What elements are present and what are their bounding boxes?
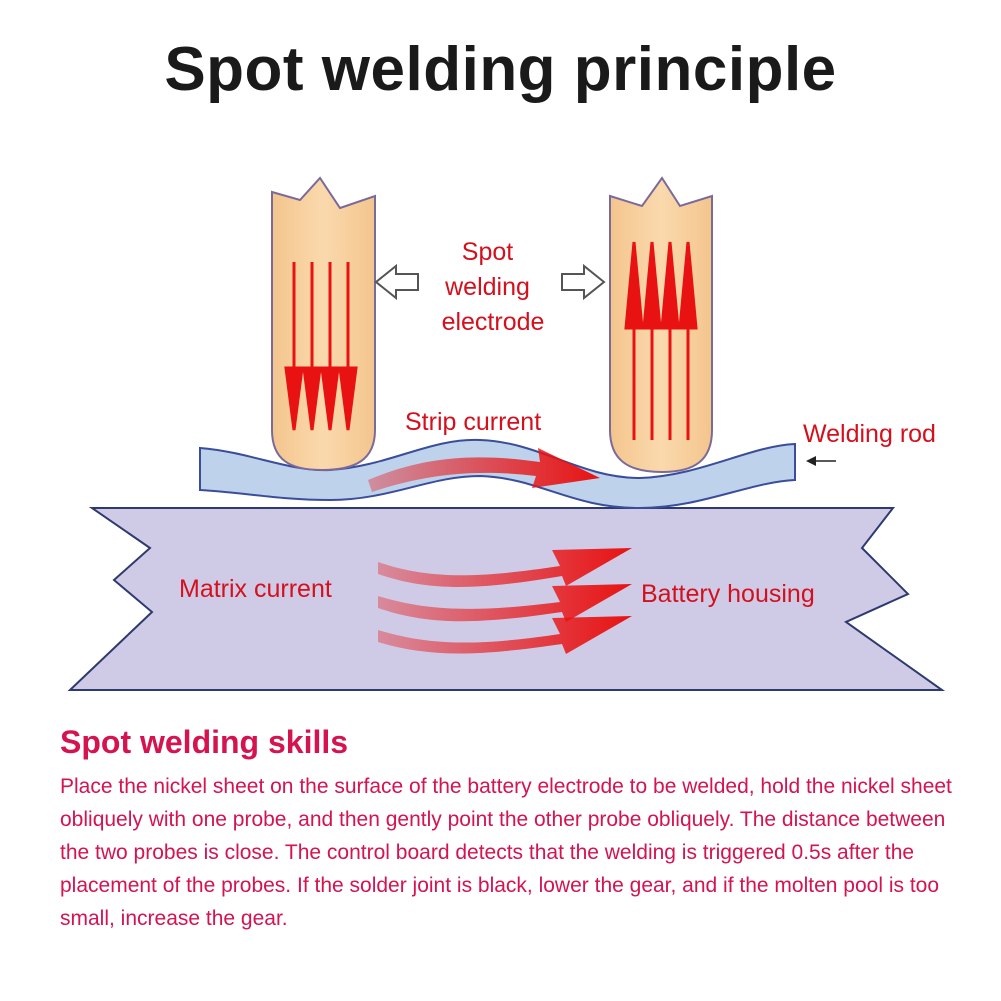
electrode-label: Spot welding electrode: [442, 238, 545, 336]
right-electrode-current-arrows: [624, 241, 698, 440]
welding-rod-pointer-arrow: [806, 456, 836, 466]
strip-current-arrow: [368, 448, 600, 492]
matrix-current-arrows: [378, 548, 632, 654]
welding-rod-strip: [199, 438, 796, 510]
welding-rod-label: Welding rod: [803, 420, 936, 448]
matrix-current-label: Matrix current: [179, 575, 332, 603]
battery-housing-label: Battery housing: [641, 580, 815, 608]
skills-heading: Spot welding skills: [60, 724, 349, 760]
right-pointer-arrow: [561, 263, 606, 301]
right-electrode: [609, 176, 713, 474]
strip-current-label: Strip current: [405, 408, 541, 436]
left-electrode-current-arrows: [284, 262, 358, 431]
left-pointer-arrow: [374, 263, 419, 301]
left-electrode: [271, 176, 376, 472]
page-title: Spot welding principle: [164, 35, 837, 104]
skills-description: Place the nickel sheet on the surface of…: [60, 775, 952, 930]
battery-housing-shape: [67, 507, 946, 691]
